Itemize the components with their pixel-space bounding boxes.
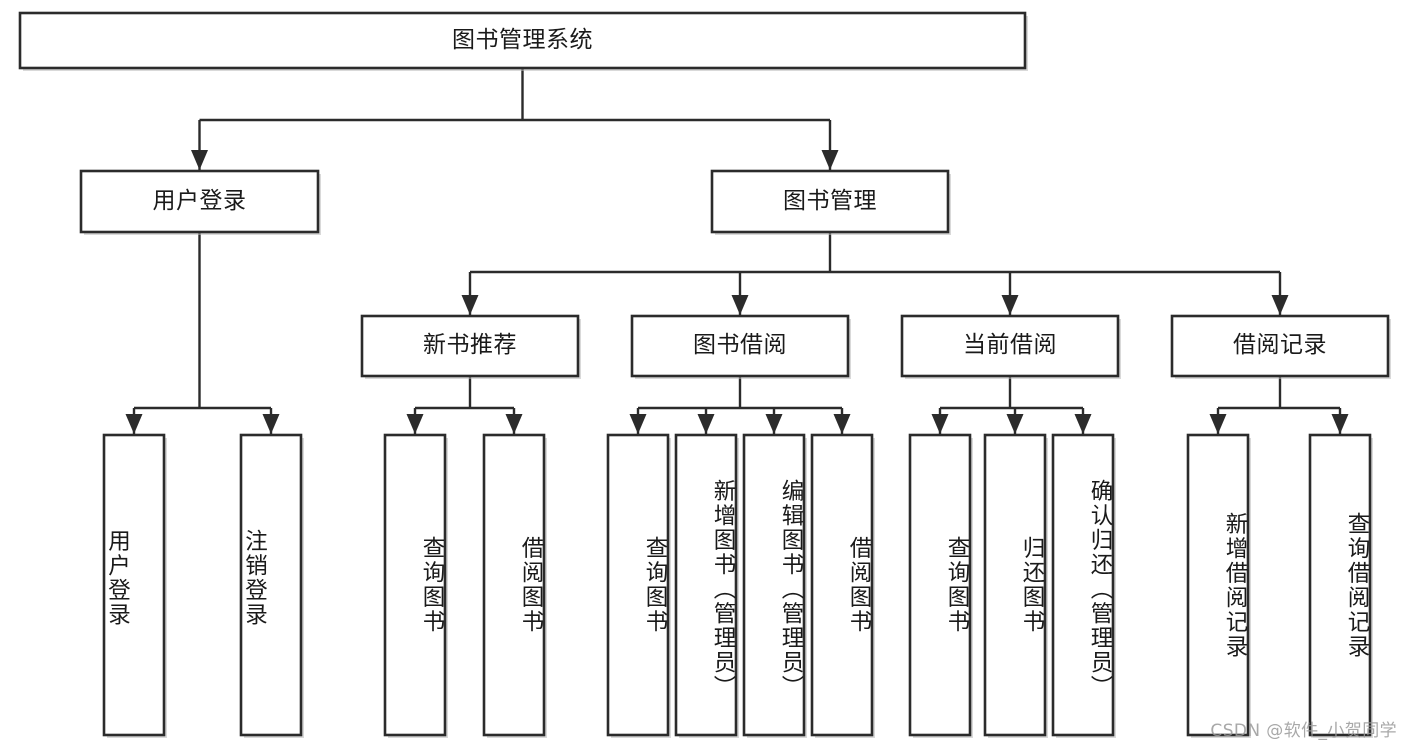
arrow-head-icon xyxy=(1331,414,1349,434)
arrow-head-icon xyxy=(262,414,280,434)
arrow-head-icon xyxy=(505,414,523,434)
node-box-leaf-borrow-book-borrow[interactable] xyxy=(810,433,874,737)
node-box-leaf-return-book[interactable] xyxy=(983,433,1047,737)
node-box-leaf-query-book-recommend[interactable] xyxy=(383,433,447,737)
watermark-text: CSDN @软件_小贺同学 xyxy=(1210,721,1397,741)
node-box-book-management[interactable] xyxy=(710,169,950,234)
arrow-head-icon xyxy=(406,414,424,434)
arrow-head-icon xyxy=(731,295,749,315)
arrow-head-icon xyxy=(833,414,851,434)
node-box-leaf-user-login[interactable] xyxy=(102,433,166,737)
arrow-head-icon xyxy=(629,414,647,434)
arrow-head-icon xyxy=(1074,414,1092,434)
node-box-leaf-query-book-borrow[interactable] xyxy=(606,433,670,737)
arrow-head-icon xyxy=(1271,295,1289,315)
node-box-current-borrow[interactable] xyxy=(900,314,1120,378)
node-box-borrow-record[interactable] xyxy=(1170,314,1390,378)
node-box-book-borrow[interactable] xyxy=(630,314,850,378)
node-box-leaf-edit-book-admin[interactable] xyxy=(742,433,806,737)
node-box-new-book-recommend[interactable] xyxy=(360,314,580,378)
arrow-head-icon xyxy=(821,150,839,170)
node-box-root[interactable] xyxy=(18,11,1027,70)
arrow-head-icon xyxy=(1006,414,1024,434)
arrow-head-icon xyxy=(191,150,208,170)
node-box-leaf-user-logout[interactable] xyxy=(239,433,303,737)
arrow-head-icon xyxy=(461,295,479,315)
arrow-head-icon xyxy=(125,414,143,434)
arrow-head-icon xyxy=(697,414,715,434)
arrow-head-icon xyxy=(765,414,783,434)
arrow-head-icon xyxy=(931,414,949,434)
node-box-user-login[interactable] xyxy=(79,169,320,234)
node-box-leaf-confirm-return-admin[interactable] xyxy=(1051,433,1115,737)
arrow-head-icon xyxy=(1209,414,1227,434)
arrow-head-icon xyxy=(1001,295,1019,315)
node-box-leaf-add-book-admin[interactable] xyxy=(674,433,738,737)
node-box-leaf-query-borrow-record[interactable] xyxy=(1308,433,1372,737)
node-box-leaf-query-book-current[interactable] xyxy=(908,433,972,737)
node-box-leaf-add-borrow-record[interactable] xyxy=(1186,433,1250,737)
node-box-leaf-borrow-book-recommend[interactable] xyxy=(482,433,546,737)
